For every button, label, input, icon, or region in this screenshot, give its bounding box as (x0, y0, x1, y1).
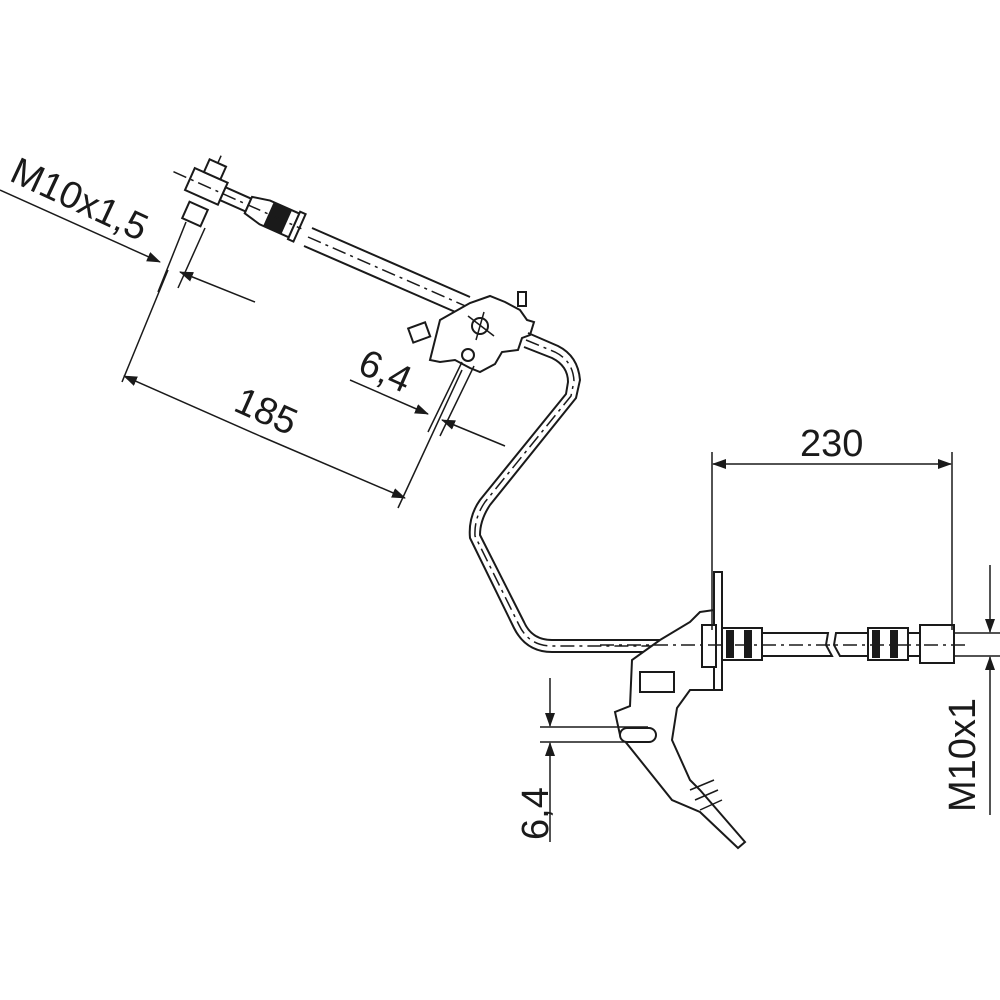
lower-hole-label: 6,4 (515, 787, 557, 840)
lower-bracket (613, 571, 747, 850)
dimension-lower-length: 230 (711, 423, 953, 630)
dimension-upper-length: 185 (121, 269, 463, 509)
upper-hole-label: 6,4 (352, 342, 417, 402)
lower-thread-label: M10x1 (942, 698, 984, 812)
dimension-lower-hole: 6,4 (515, 678, 657, 842)
brake-pipe (468, 332, 710, 653)
lower-length-label: 230 (800, 423, 863, 465)
middle-bracket (406, 291, 536, 374)
upper-thread-label: M10x1,5 (4, 150, 154, 250)
upper-banjo-fitting (173, 155, 307, 243)
lower-hose (600, 624, 965, 664)
dimension-lower-thread: M10x1 (942, 565, 1000, 815)
upper-hose (303, 227, 471, 315)
upper-length-label: 185 (228, 380, 303, 444)
